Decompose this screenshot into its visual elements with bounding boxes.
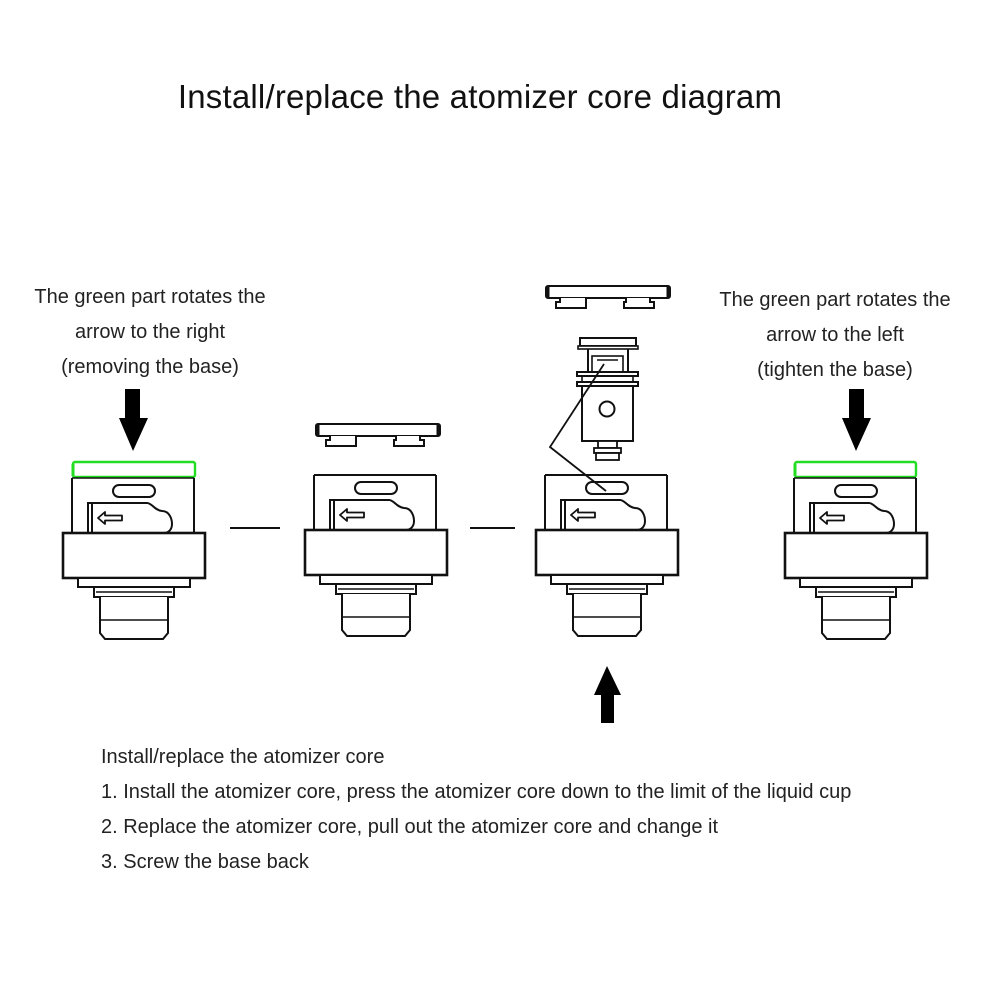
instruction-step: 1. Install the atomizer core, press the … (101, 781, 852, 803)
instruction-step: 3. Screw the base back (101, 851, 309, 873)
instructions: Install/replace the atomizer core 1. Ins… (101, 740, 851, 880)
leader-line (548, 363, 607, 492)
detached-lid (544, 284, 672, 310)
diagram-title: Install/replace the atomizer core diagra… (177, 78, 783, 115)
figure-tighten-base (783, 389, 929, 641)
core-hole (598, 400, 616, 418)
caption-line: (tighten the base) (757, 359, 913, 381)
down-arrow-icon (842, 389, 871, 451)
caption-line: (removing the base) (61, 356, 239, 378)
caption-tighten-base: The green part rotates the arrow to the … (695, 283, 975, 388)
pod-device (303, 473, 449, 638)
down-arrow-icon (119, 389, 148, 451)
atomizer-core (576, 337, 639, 461)
up-arrow-icon (594, 666, 621, 723)
pod-device (61, 476, 207, 641)
green-cap-highlight (793, 460, 918, 479)
instructions-heading: Install/replace the atomizer core (101, 746, 385, 768)
caption-line: The green part rotates the (719, 289, 951, 311)
caption-line: arrow to the right (74, 321, 226, 343)
green-cap-highlight (71, 460, 197, 479)
caption-line: arrow to the left (766, 324, 904, 346)
pod-device (534, 473, 680, 638)
figure-remove-base (61, 389, 207, 641)
figure-insert-core (534, 284, 680, 723)
caption-remove-base: The green part rotates the arrow to the … (5, 280, 295, 385)
instruction-step: 2. Replace the atomizer core, pull out t… (101, 816, 719, 838)
detached-lid (314, 422, 442, 448)
pod-device (783, 476, 929, 641)
figure-lid-removed (303, 422, 449, 638)
caption-line: The green part rotates the (34, 286, 266, 308)
